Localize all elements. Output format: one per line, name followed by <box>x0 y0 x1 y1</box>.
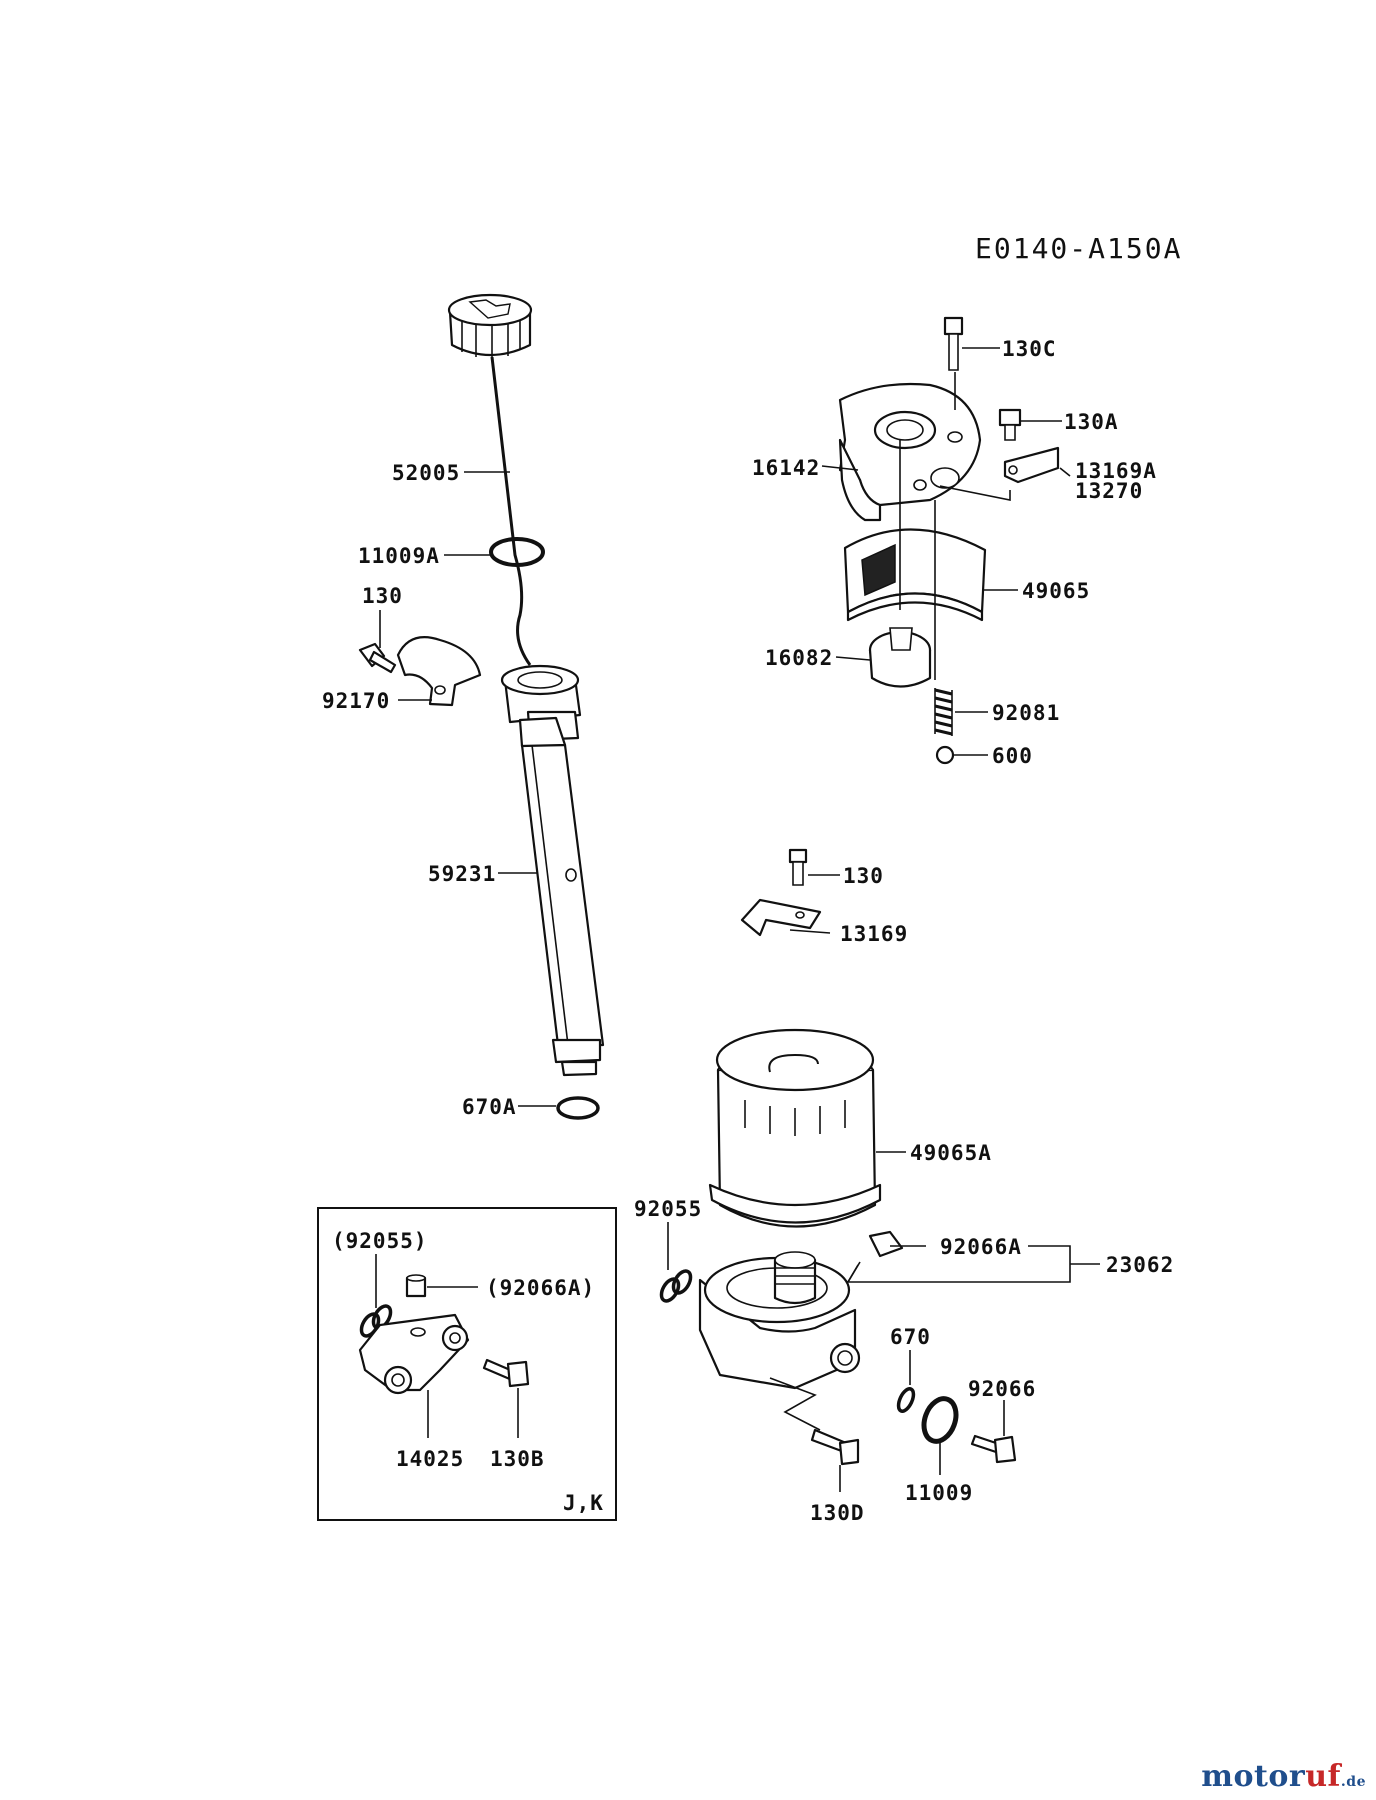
label-16142: 16142 <box>752 456 820 480</box>
plug-92066A-inset <box>405 1274 427 1298</box>
oil-screen <box>843 528 987 622</box>
label-130A: 130A <box>1064 410 1119 434</box>
watermark-part-2: uf <box>1305 1759 1341 1794</box>
label-59231: 59231 <box>428 862 496 886</box>
label-11009A: 11009A <box>358 544 440 568</box>
pump-cover <box>838 382 982 522</box>
o-ring-670 <box>896 1387 916 1413</box>
label-14025: 14025 <box>396 1447 464 1471</box>
ball-600 <box>935 745 955 765</box>
label-130D: 130D <box>810 1501 865 1525</box>
bolt-92066 <box>970 1434 1017 1464</box>
clamp-92170 <box>396 636 482 707</box>
oil-filter <box>708 1028 882 1228</box>
spring-92081 <box>934 688 953 736</box>
plate-13169 <box>740 898 822 937</box>
rotor-16082 <box>868 627 932 688</box>
label-49065A: 49065A <box>910 1141 992 1165</box>
label-13270: 13270 <box>1075 479 1143 503</box>
label-92066A: 92066A <box>940 1235 1022 1259</box>
leader-lines <box>375 347 1100 1492</box>
watermark[interactable]: motoruf.de <box>1201 1759 1366 1794</box>
bolt-130-clamp <box>358 642 397 674</box>
label-130C: 130C <box>1002 337 1057 361</box>
label-130-clamp: 130 <box>362 584 403 608</box>
o-rings-92055 <box>659 1269 693 1303</box>
label-92170: 92170 <box>322 689 390 713</box>
label-92066A-inset: (92066A) <box>486 1276 595 1300</box>
adapter-14025 <box>358 1313 470 1395</box>
diagram-code: E0140-A150A <box>975 232 1182 265</box>
label-92066: 92066 <box>968 1377 1036 1401</box>
washer-11009 <box>921 1396 959 1444</box>
model-variant-label: J,K <box>563 1491 604 1515</box>
label-130-middle: 130 <box>843 864 884 888</box>
label-600: 600 <box>992 744 1033 768</box>
label-23062: 23062 <box>1106 1253 1174 1277</box>
plate-13169A <box>1003 446 1060 484</box>
label-670A: 670A <box>462 1095 517 1119</box>
watermark-part-1: motor <box>1201 1759 1306 1794</box>
bolt-130B <box>482 1358 530 1388</box>
watermark-suffix: .de <box>1340 1774 1366 1790</box>
bolt-130D <box>810 1428 860 1466</box>
bolt-130-middle <box>788 848 808 886</box>
label-13169A: 13169A <box>1075 459 1157 483</box>
oil-filler-cap <box>447 293 533 358</box>
label-92055: 92055 <box>634 1197 702 1221</box>
o-ring-11009A <box>489 537 545 567</box>
label-16082: 16082 <box>765 646 833 670</box>
dipstick <box>490 356 532 666</box>
filter-base <box>698 1251 861 1390</box>
label-670: 670 <box>890 1325 931 1349</box>
label-92055-inset: (92055) <box>332 1229 428 1253</box>
label-11009: 11009 <box>905 1481 973 1505</box>
label-130B: 130B <box>490 1447 545 1471</box>
label-92081: 92081 <box>992 701 1060 725</box>
label-52005: 52005 <box>392 461 460 485</box>
bolt-130A <box>998 408 1022 441</box>
bolt-130C <box>943 316 964 371</box>
dipstick-tube <box>500 664 605 1077</box>
plug-92066A <box>868 1230 904 1258</box>
o-ring-670A <box>556 1096 600 1120</box>
label-13169: 13169 <box>840 922 908 946</box>
label-49065: 49065 <box>1022 579 1090 603</box>
